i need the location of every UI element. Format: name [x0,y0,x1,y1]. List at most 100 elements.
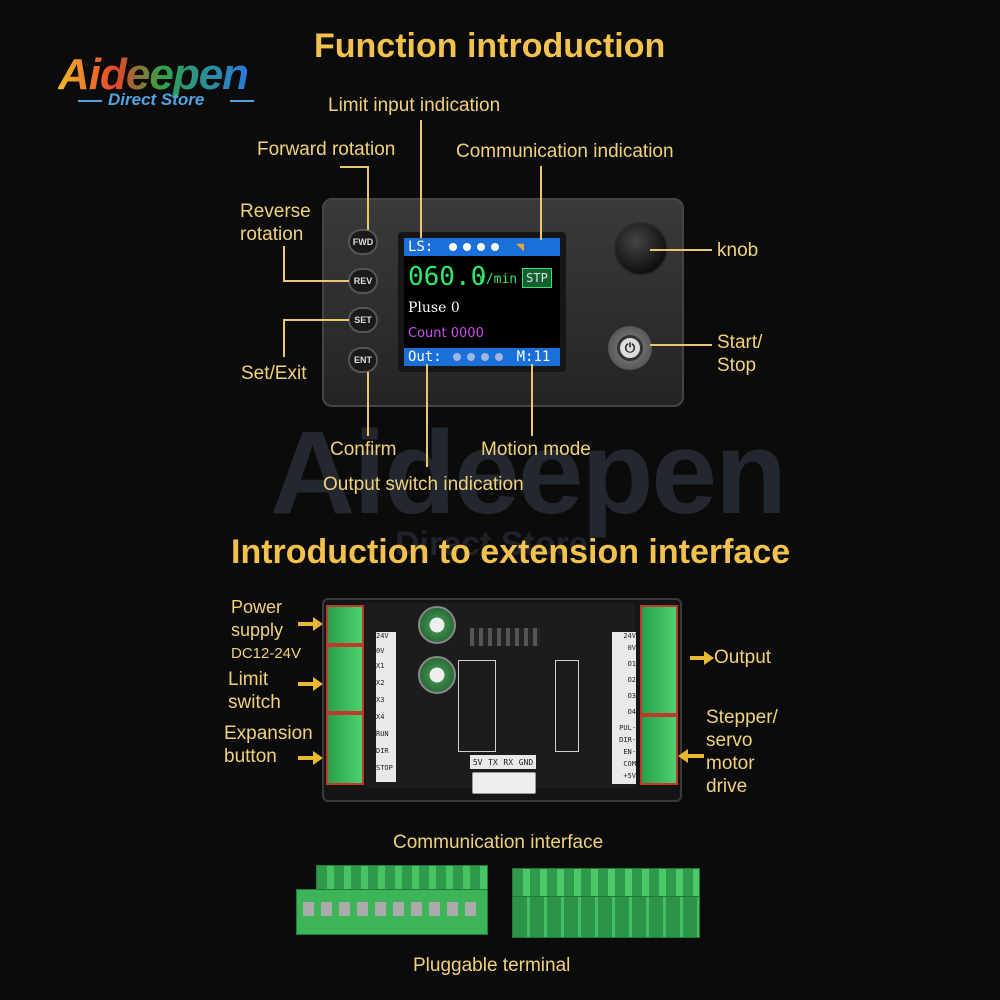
arrow-limit-stem [298,682,314,686]
arrow-expansion-stem [298,756,314,760]
comm-pin: RX [503,757,514,767]
label-stepper-3: motor [706,753,755,774]
leader-knob-h [650,249,712,251]
start-stop-button[interactable]: ⏻ [608,326,652,370]
right-pin: O1 [627,660,636,668]
right-pin: DIR- [619,736,636,744]
label-stepper-2: servo [706,730,753,751]
right-pin: +5V [623,772,636,780]
left-terminal-expansion [326,713,364,785]
right-pin: PUL- [619,724,636,732]
count-value: 0000 [450,326,484,341]
signal-icon: ◥ [516,240,524,255]
arrow-output-stem [690,656,706,660]
label-output-switch: Output switch indication [323,474,524,495]
lcd-speed: 060.0 [408,262,487,292]
label-start-1: Start/ [717,332,763,353]
label-confirm: Confirm [330,439,397,460]
screw-row [303,902,481,916]
label-limit-2: switch [228,692,281,713]
label-motion-mode: Motion mode [481,439,591,460]
function-heading: Function introduction [314,27,666,65]
arrow-output-icon [704,651,714,665]
label-communication-interface: Communication interface [393,832,604,853]
ent-button[interactable]: ENT [348,347,378,373]
label-limit-1: Limit [228,669,269,690]
arrow-limit-icon [313,677,323,691]
count-label: Count [408,326,447,341]
leader-limit-v [420,120,422,238]
fwd-button[interactable]: FWD [348,229,378,255]
right-pin: COM [623,760,636,768]
capacitor [418,606,456,644]
leader-start-h [650,344,712,346]
terminal-plug-top [512,868,700,900]
left-pin-labels: 24V 0V X1 X2 X3 X4 RUN DIR STOP [376,632,396,782]
power-icon: ⏻ [617,335,643,361]
left-pin: X4 [376,713,385,721]
left-terminal-limit [326,645,364,713]
leader-mode-v [531,364,533,436]
left-pin: X1 [376,662,385,670]
left-pin: X3 [376,696,385,704]
brand-logo: Aideepen Direct Store [58,50,278,120]
comm-pin: GND [518,757,534,767]
left-pin: 0V [376,647,385,655]
leader-reverse-h [283,280,349,282]
leader-set-h [283,319,349,321]
arrow-stepper-stem [688,754,704,758]
rev-button[interactable]: REV [348,268,378,294]
lcd-count: Count 0000 [408,326,484,341]
label-expansion-2: button [224,746,277,767]
label-reverse: Reverse rotation [240,200,311,246]
leader-forward-h [340,166,368,168]
label-output: Output [714,647,772,668]
label-pluggable: Pluggable terminal [413,955,571,976]
lcd-pluse: Pluse 0 [408,300,460,316]
label-stepper-4: drive [706,776,748,797]
capacitor [418,656,456,694]
right-pin: O3 [627,692,636,700]
label-communication-ind: Communication indication [456,141,674,162]
label-power-1: Power [231,597,283,617]
ic-outline [555,660,579,752]
right-terminal-driver [640,715,678,785]
mode-value: M:11 [516,349,551,365]
arrow-stepper-icon [678,749,688,763]
leader-set-v [283,319,285,357]
left-pin: RUN [376,730,389,738]
label-start-stop: Start/ Stop [717,331,762,377]
terminal-block-screw [296,865,488,937]
comm-connector[interactable] [472,772,536,794]
lcd-bottom-bar: Out: M:11 [404,348,560,366]
leader-confirm-v [367,372,369,436]
right-pin: O4 [627,708,636,716]
right-pin: 24V [623,632,636,640]
left-pin: DIR [376,747,389,755]
terminal-block-plug [512,868,700,940]
leader-reverse-v [283,246,285,281]
label-reverse-1: Reverse [240,201,311,222]
watermark-logo: Aideepen [270,407,787,539]
right-pin-labels: 24V 0V O1 O2 O3 O4 PUL- DIR- EN- COM +5V [612,632,636,784]
left-pin: 24V [376,632,389,640]
comm-pin: 5V [472,757,483,767]
label-power-2: supply [231,620,284,640]
comm-pin-labels: 5V TX RX GND [470,755,536,769]
label-expansion: Expansion button [224,722,313,768]
label-reverse-2: rotation [240,224,304,245]
label-limit-switch: Limit switch [228,668,281,714]
right-pin: 0V [627,644,636,652]
label-power: Power supply DC12-24V [231,596,301,665]
arrow-power-icon [313,617,323,631]
lcd-unit: r/min [478,272,518,287]
label-start-2: Stop [717,355,757,376]
logo-sub-line-left [78,100,102,102]
set-button[interactable]: SET [348,307,378,333]
label-set-exit: Set/Exit [241,363,307,384]
pin-header [470,628,540,646]
left-pin: STOP [376,764,393,772]
label-stepper: Stepper/ servo motor drive [706,706,778,798]
right-pin: O2 [627,676,636,684]
leader-output-v [426,364,428,467]
